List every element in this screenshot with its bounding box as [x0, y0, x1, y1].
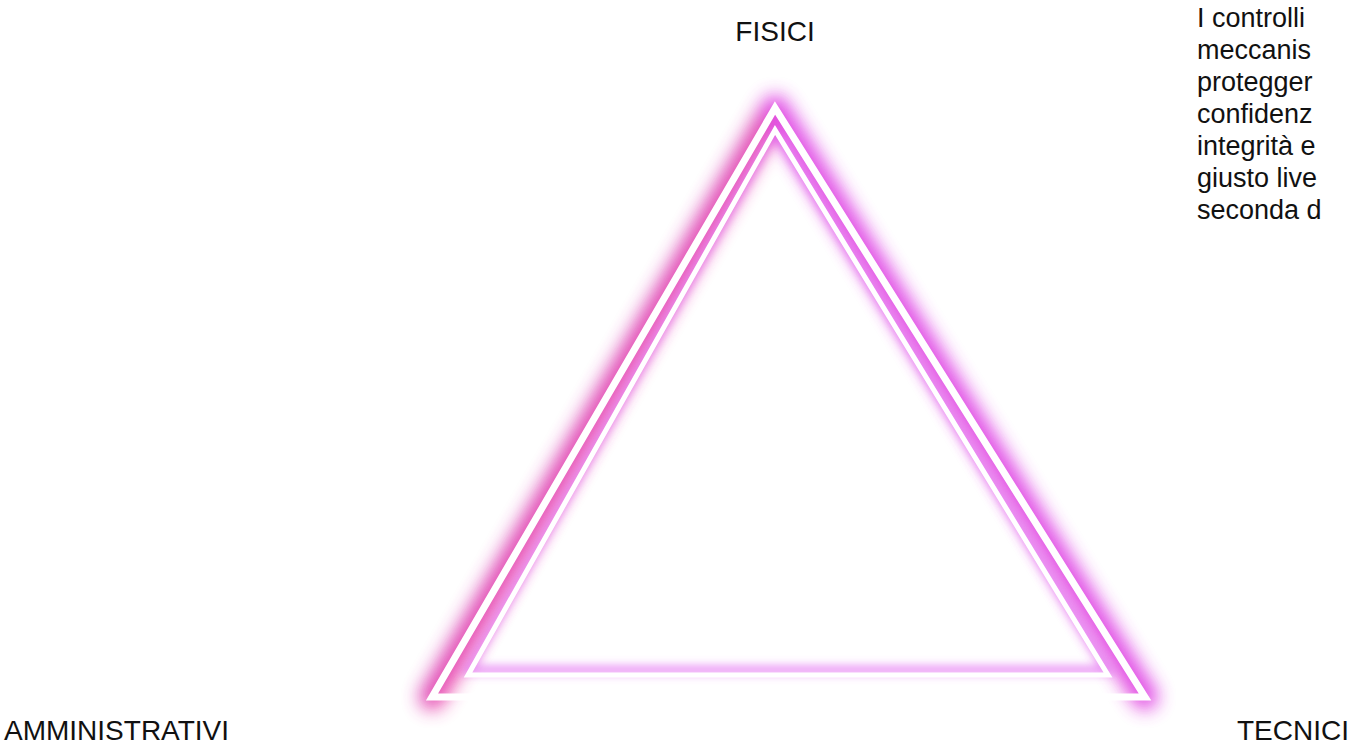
triangle-inner-outline: [468, 130, 1108, 675]
glow: [432, 108, 1145, 697]
vertex-label: FISICI: [735, 16, 814, 48]
triangle-outline: [432, 108, 1145, 697]
vertex-label: AMMINISTRATIVI: [4, 715, 229, 747]
vertex-label: TECNICI: [1237, 715, 1349, 747]
note-text: I controlli meccanis protegger confidenz…: [1197, 2, 1349, 226]
inner-glow: [468, 130, 1108, 670]
